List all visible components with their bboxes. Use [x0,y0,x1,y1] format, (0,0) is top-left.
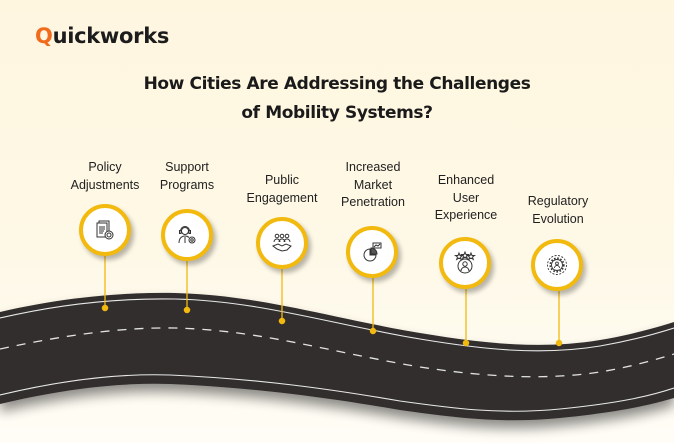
milestone-label-regulatory-evolution: Regulatory Evolution [503,193,613,228]
support-agent-gear-icon [178,226,196,244]
title-line-2: of Mobility Systems? [241,103,433,123]
label-line: Regulatory [527,194,589,208]
policy-adjustments-badge [79,204,131,256]
connectors [101,256,563,347]
label-line: Programs [159,177,215,192]
title-line-1: How Cities Are Addressing the Challenges [143,74,531,94]
regulatory-evolution-badge [531,239,583,291]
label-line: Evolution [532,211,584,226]
milestone-label-policy-adjustments: Policy Adjustments [50,159,160,194]
label-line: User [452,190,480,205]
label-line: Enhanced [437,173,495,187]
road-edge-top [0,298,674,352]
label-line: Penetration [341,195,405,209]
milestone-label-public-engagement: Public Engagement [227,172,337,207]
road-edge-bottom [0,374,674,412]
label-line: Policy [88,160,122,174]
label-line: Market [353,177,393,192]
road-surface [0,292,674,421]
milestone-label-support-programs: Support Programs [132,159,242,194]
increased-market-penetration-badge [346,226,398,278]
label-line: Engagement [246,190,318,205]
page-title: How Cities Are Addressing the Challenges… [0,70,674,128]
pie-chart-growth-icon [363,242,382,262]
logo-text: uickworks [52,24,170,48]
support-programs-badge [161,209,213,261]
user-rating-stars-icon [454,251,476,274]
logo-q: Q [35,24,53,48]
label-line: Increased [345,160,401,174]
enhanced-user-experience-badge [439,237,491,289]
public-engagement-badge [256,217,308,269]
quickworks-logo: Quickworks [35,24,169,48]
gear-cycle-icon [547,255,567,275]
label-line: Support [165,160,209,174]
milestone-label-increased-market-penetration: Increased Market Penetration [318,159,428,212]
label-line: Adjustments [70,177,140,192]
label-line: Public [264,173,300,187]
policy-document-icon [96,220,114,240]
handshake-group-icon [271,233,292,252]
milestone-label-enhanced-user-experience: Enhanced User Experience [411,172,521,225]
label-line: Experience [434,208,498,222]
